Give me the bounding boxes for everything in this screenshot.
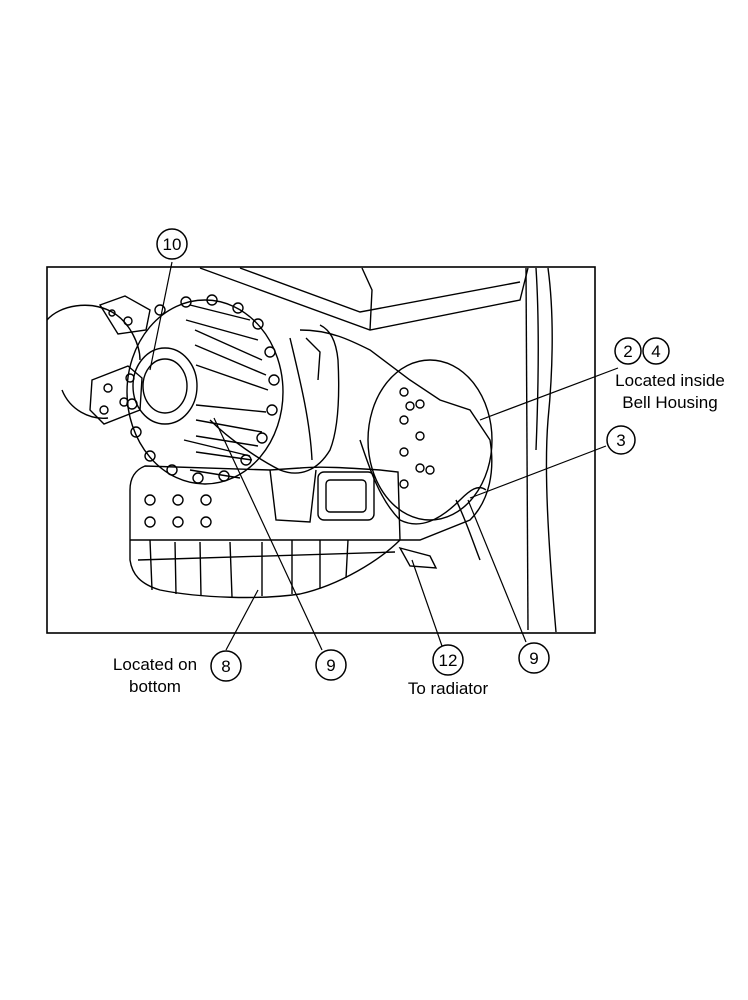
svg-text:10: 10 bbox=[163, 235, 182, 254]
svg-text:8: 8 bbox=[221, 657, 230, 676]
note-bell-housing-line1: Located inside bbox=[615, 371, 725, 390]
note-bottom-line2: bottom bbox=[129, 677, 181, 696]
illustration-frame bbox=[46, 266, 596, 634]
svg-text:3: 3 bbox=[616, 431, 625, 450]
flywheel-bolts bbox=[399, 387, 435, 489]
leader-lines bbox=[149, 261, 619, 651]
callout-2: 2 bbox=[614, 337, 642, 365]
callout-3: 3 bbox=[606, 425, 636, 455]
callout-4: 4 bbox=[642, 337, 670, 365]
note-bottom-line1: Located on bbox=[113, 655, 197, 674]
retarder-bolts bbox=[126, 294, 280, 484]
callout-8: 8 bbox=[210, 650, 242, 682]
callout-9-lower-right: 9 bbox=[518, 642, 550, 674]
note-bell-housing-line2: Bell Housing bbox=[622, 393, 717, 412]
note-radiator: To radiator bbox=[408, 679, 489, 698]
transmission-illustration bbox=[46, 267, 557, 633]
svg-text:2: 2 bbox=[623, 342, 632, 361]
callout-9-lower-left: 9 bbox=[315, 649, 347, 681]
callout-10: 10 bbox=[156, 228, 188, 260]
svg-text:9: 9 bbox=[529, 649, 538, 668]
case-bolts bbox=[144, 494, 212, 528]
svg-text:9: 9 bbox=[326, 656, 335, 675]
callout-12: 12 bbox=[432, 644, 464, 676]
svg-text:4: 4 bbox=[651, 342, 660, 361]
svg-text:12: 12 bbox=[439, 651, 458, 670]
